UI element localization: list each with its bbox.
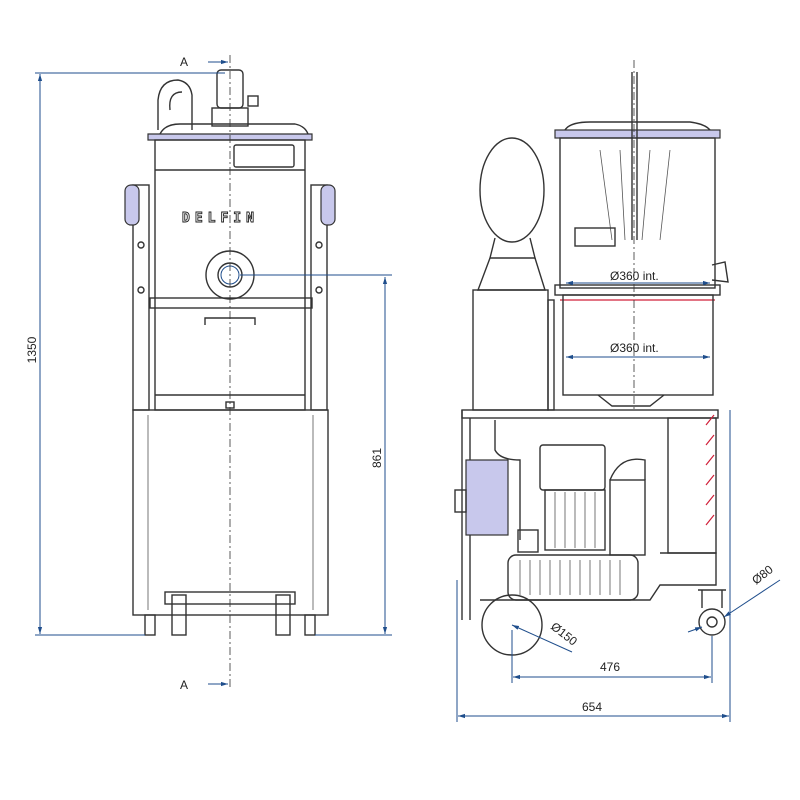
clamp-band [149, 297, 313, 309]
brand-logo: DELFIN [182, 211, 259, 226]
front-castor-right [275, 594, 291, 636]
chassis [480, 552, 717, 601]
svg-text:1350: 1350 [25, 336, 39, 363]
side-view: Ø360 int. Ø360 int. [454, 60, 729, 656]
base-frame-top [461, 409, 719, 419]
motor-cover [539, 444, 606, 491]
dimension-inlet-height: 861 [240, 274, 392, 636]
svg-text:Ø80: Ø80 [749, 562, 776, 587]
upper-tank [559, 137, 716, 289]
filter-bag [479, 137, 545, 243]
bottom-bin [132, 409, 329, 616]
dimension-overall-length: 654 [456, 410, 731, 722]
section-mark-top: A [180, 55, 188, 69]
motor-body [544, 489, 606, 551]
side-channel-blower [507, 554, 639, 601]
left-latch [124, 184, 140, 226]
electrical-box [465, 459, 509, 536]
dimension-overall-height: 1350 [25, 72, 225, 636]
dimension-rear-wheel: Ø150 [511, 619, 580, 653]
front-view: DELFIN [124, 55, 336, 690]
silencer [609, 479, 646, 556]
elbow-inlet [157, 79, 193, 130]
lower-tank [562, 294, 714, 396]
svg-text:654: 654 [582, 700, 602, 714]
svg-text:476: 476 [600, 660, 620, 674]
filter-column [472, 289, 549, 411]
label-plate [233, 144, 295, 168]
section-mark-bottom: A [180, 678, 188, 692]
dimension-wheelbase: 476 [511, 630, 713, 683]
svg-text:861: 861 [370, 448, 384, 468]
svg-text:Ø150: Ø150 [548, 619, 580, 648]
right-latch [320, 184, 336, 226]
castor-wheel [698, 608, 726, 636]
front-castor-left [171, 594, 187, 636]
